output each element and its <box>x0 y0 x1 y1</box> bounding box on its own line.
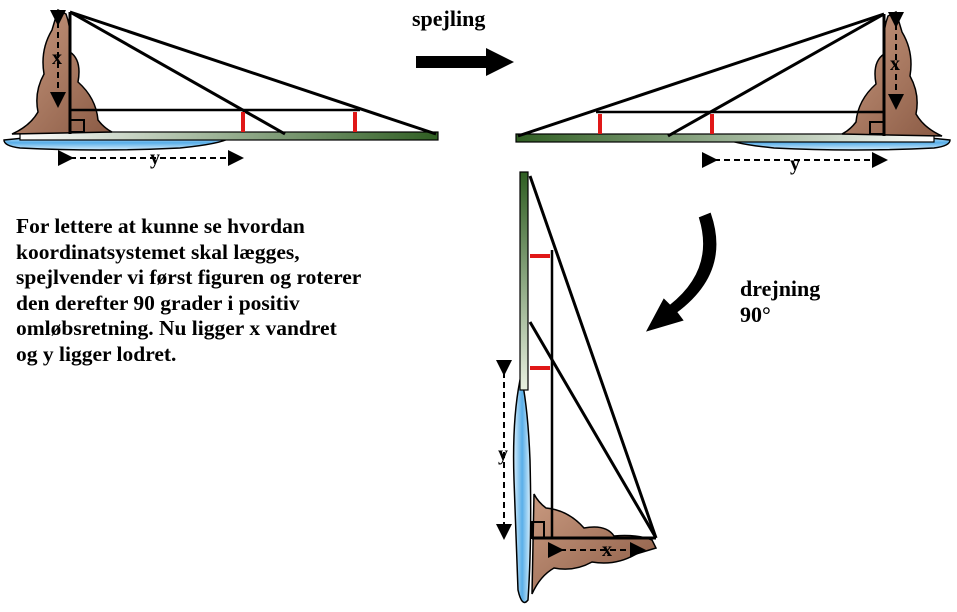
figure-mirrored: x y <box>515 10 951 175</box>
rotate-label: drejning <box>740 276 820 301</box>
caption-line: spejlvender vi først figuren og roterer <box>16 265 362 289</box>
y-label: y <box>150 147 160 169</box>
curved-arrow-icon <box>645 212 717 332</box>
caption-line: den derefter 90 grader i positiv <box>16 290 300 315</box>
bridge-deck <box>19 131 439 141</box>
caption-line: og y ligger lodret. <box>16 341 177 366</box>
water-shape <box>512 379 532 604</box>
y-label: y <box>498 443 508 465</box>
caption-line: koordinatsystemet skal lægges, <box>16 239 300 264</box>
rotate-arrow: drejning 90° <box>645 212 820 332</box>
caption-line: omløbsretning. Nu ligger x vandret <box>16 316 337 340</box>
bridge-deck <box>515 133 935 143</box>
x-label: x <box>890 53 900 75</box>
arrow-right-icon <box>416 48 514 76</box>
angle-label: 90° <box>740 302 771 327</box>
x-label: x <box>52 47 62 69</box>
y-label: y <box>790 153 800 175</box>
figure-rotated: y x <box>496 171 658 604</box>
x-label: x <box>602 539 612 561</box>
figure-original: x y <box>3 8 439 169</box>
mirror-label: spejling <box>412 6 485 31</box>
bridge-deck <box>519 171 529 391</box>
explanation-text: For lettere at kunne se hvordan koordina… <box>16 214 456 367</box>
mirror-arrow: spejling <box>412 6 514 76</box>
caption-line: For lettere at kunne se hvordan <box>16 214 305 238</box>
